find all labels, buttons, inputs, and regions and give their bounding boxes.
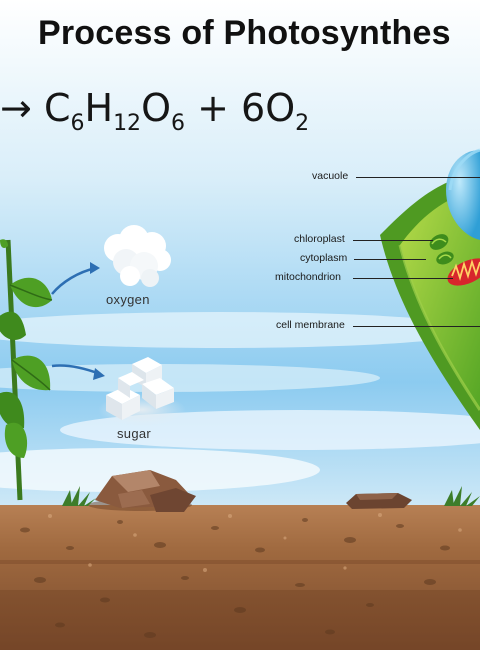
vacuole-leader-line (356, 177, 480, 178)
rock-pile (88, 470, 196, 512)
oxygen-cloud (104, 225, 171, 287)
leaf (0, 311, 26, 340)
oxygen-formula: 6O2 (241, 86, 310, 136)
mitochondrion-shape (447, 258, 480, 286)
page-title: Process of Photosynthes (38, 14, 451, 52)
cell-membrane-label: cell membrane (276, 319, 345, 331)
leaf (10, 277, 52, 308)
soil-pebbles (20, 518, 450, 638)
cloud-streak (0, 312, 480, 348)
sugar-label: sugar (117, 426, 152, 441)
vacuole-label: vacuole (312, 170, 349, 182)
cytoplasm-leader-line (354, 259, 426, 260)
rock (346, 493, 412, 509)
chloroplast-shape (436, 251, 454, 265)
equation-arrow: → (0, 86, 32, 130)
soil-band (0, 590, 480, 650)
grass-tuft (62, 486, 96, 506)
grass-tuft (444, 486, 480, 506)
chloroplast-label: chloroplast (294, 233, 345, 245)
cell-membrane-leader-line (353, 326, 480, 327)
mitochondrion-label: mitochondrion (275, 271, 341, 283)
leaf (4, 422, 28, 458)
soil-light-spots (48, 513, 462, 572)
equation-plus: + (197, 86, 229, 130)
chloroplast-shape (429, 234, 449, 250)
cytoplasm-label: cytoplasm (300, 252, 348, 264)
cloud-streak (0, 448, 320, 492)
soil-band (0, 560, 480, 564)
sugar-cubes (98, 357, 186, 426)
photosynthesis-equation: → C6H12O6 + 6O2 (0, 86, 309, 136)
plant (0, 239, 53, 501)
chloroplast-leader-line (353, 240, 433, 241)
cell-membrane-shape (400, 190, 480, 410)
oxygen-label: oxygen (106, 292, 150, 307)
mitochondrion-leader-line (353, 278, 453, 279)
glucose-formula: C6H12O6 (43, 86, 185, 136)
leaf (0, 239, 8, 248)
soil-ground (0, 505, 480, 650)
plant-cell (380, 148, 480, 430)
leaf (0, 391, 25, 429)
